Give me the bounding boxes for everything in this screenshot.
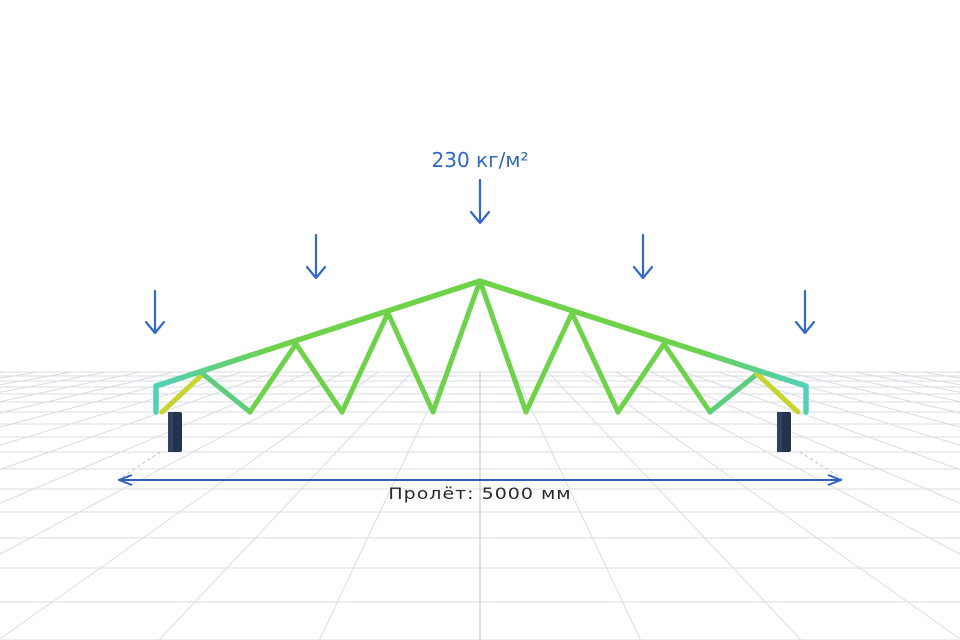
truss-web <box>293 341 345 415</box>
span-arrow-right-icon <box>827 474 842 486</box>
span-arrow-left-icon <box>118 474 133 486</box>
grid-line <box>751 371 960 428</box>
truss-web <box>385 310 436 415</box>
truss-web <box>247 341 299 415</box>
grid-line <box>581 371 960 640</box>
grid-line <box>0 371 243 446</box>
truss-web <box>523 310 575 415</box>
grid-line <box>615 371 960 555</box>
right-support <box>777 412 791 452</box>
grid-line <box>0 371 209 428</box>
grid-line <box>513 371 642 640</box>
span-label: Пролёт: 5000 мм <box>388 485 571 503</box>
roof-truss[interactable] <box>153 278 809 415</box>
grid-line <box>0 371 345 555</box>
grid-line <box>649 371 960 504</box>
truss-web <box>754 371 801 415</box>
grid-line <box>0 371 379 640</box>
left-support <box>168 412 182 452</box>
load-arrow-icon <box>632 233 654 280</box>
load-arrow-icon <box>144 289 166 335</box>
grid-line <box>683 371 960 470</box>
span-dimension: Пролёт: 5000 мм <box>117 451 845 503</box>
load-arrows <box>144 178 816 335</box>
truss-web <box>615 341 667 415</box>
load-arrow-icon <box>305 233 327 280</box>
load-arrow-icon <box>469 178 491 225</box>
grid-line <box>0 371 277 470</box>
truss-web <box>569 310 621 415</box>
truss-web <box>661 341 713 415</box>
load-label: 230 кг/м² <box>432 148 529 172</box>
grid-line <box>717 371 960 446</box>
truss-web <box>477 278 529 415</box>
truss-web <box>200 371 253 415</box>
grid-line <box>318 371 447 640</box>
grid-line <box>547 371 802 640</box>
truss-webs <box>159 278 801 415</box>
truss-top-chord <box>153 278 809 389</box>
truss-web <box>430 278 483 415</box>
truss-web <box>159 371 206 415</box>
truss-web <box>707 371 760 415</box>
grid-line <box>0 371 311 504</box>
load-arrow-icon <box>794 289 816 335</box>
grid-line <box>158 371 413 640</box>
truss-web <box>339 310 391 415</box>
